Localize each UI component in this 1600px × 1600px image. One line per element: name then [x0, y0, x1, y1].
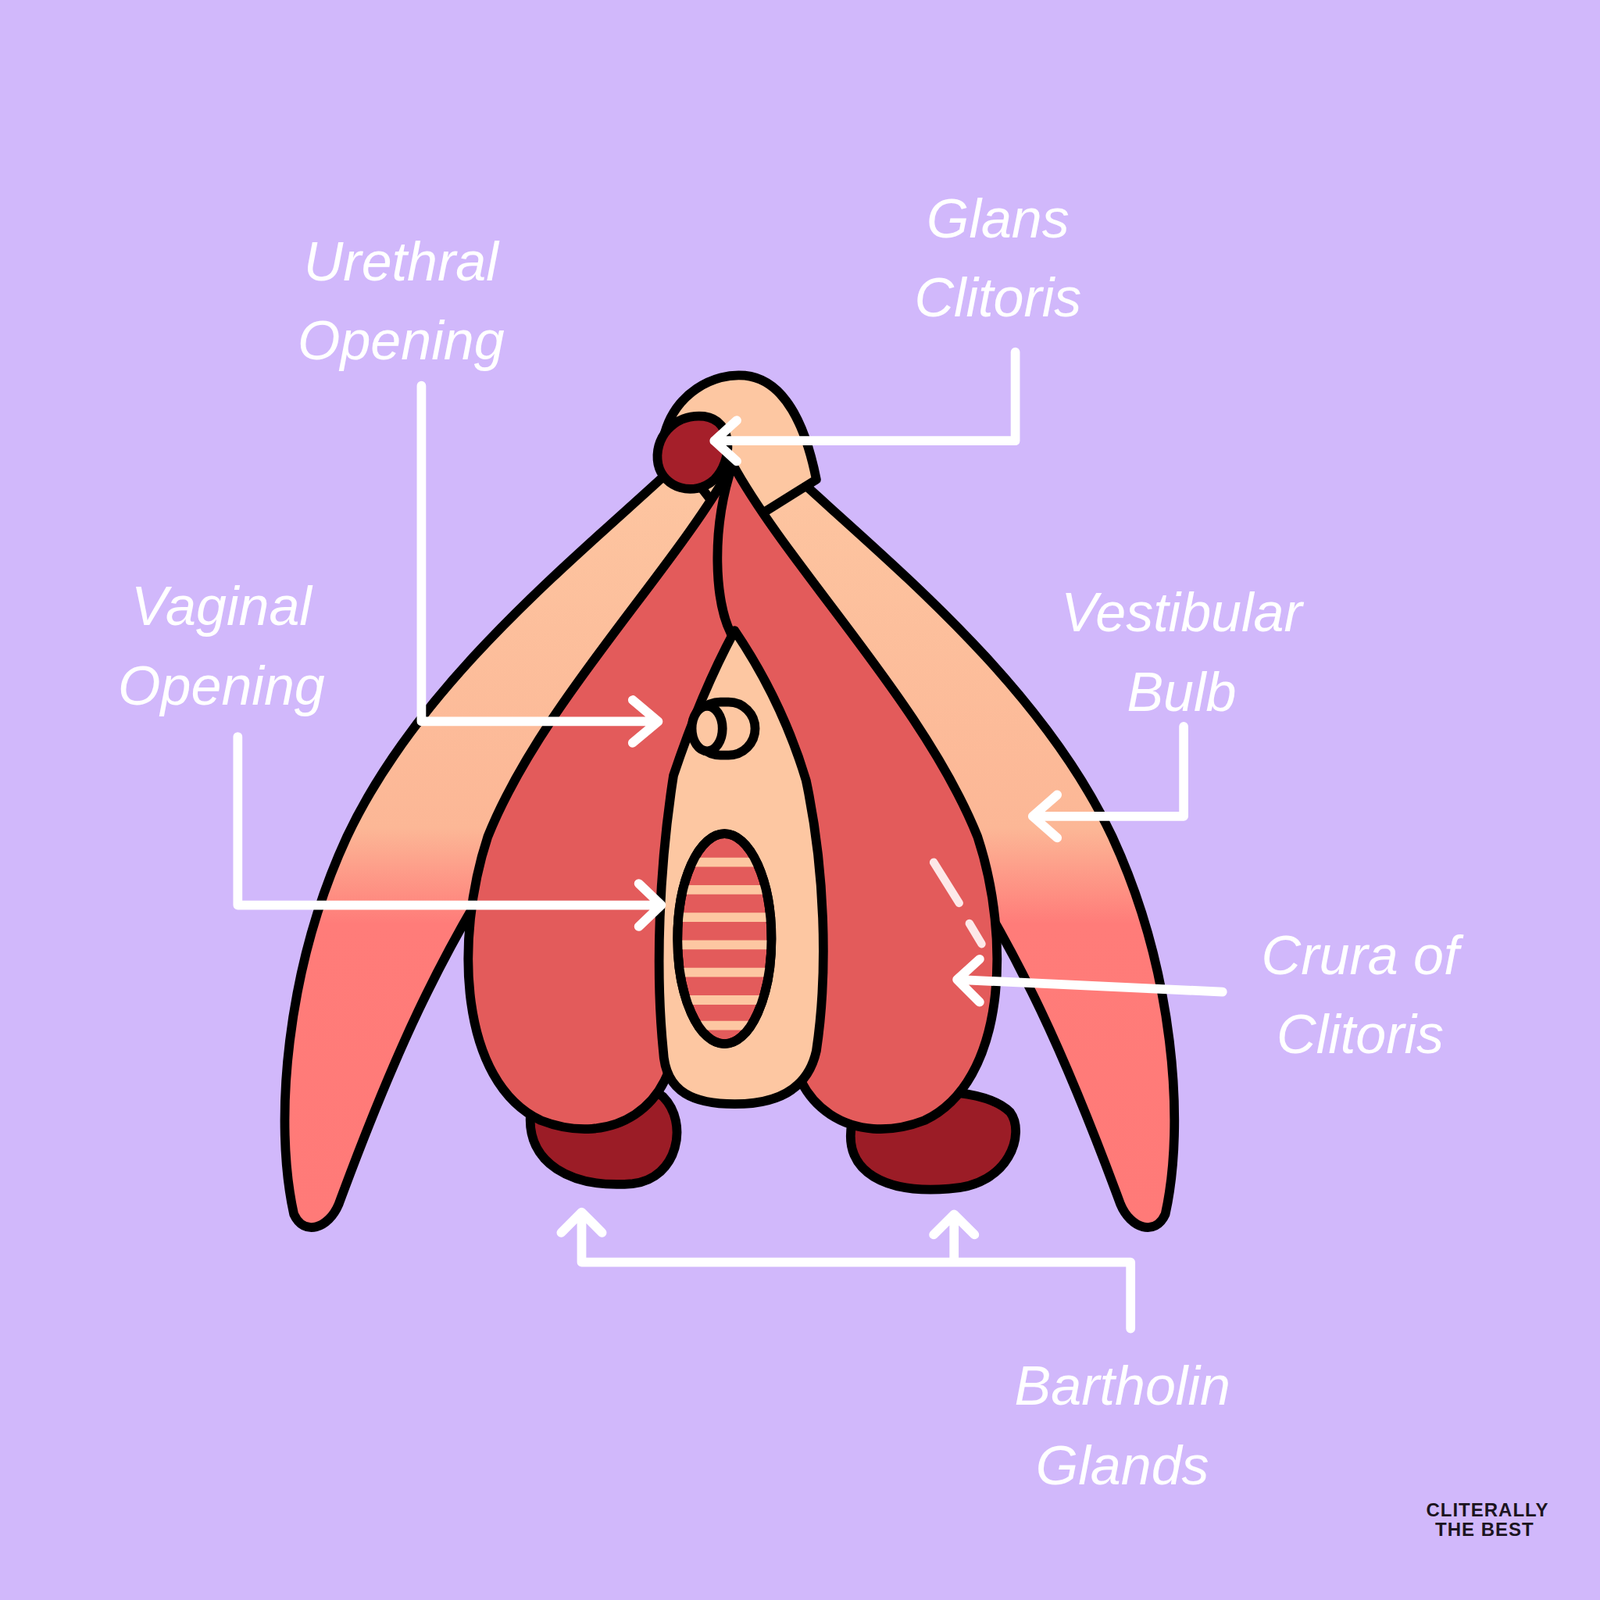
- vaginal-outline: [677, 833, 772, 1044]
- part-label: Vaginal Opening: [72, 567, 370, 726]
- glans: [657, 416, 728, 490]
- leader-line: [421, 385, 658, 743]
- watermark: CLITERALLY THE BEST: [1425, 1500, 1543, 1540]
- highlight-dash: [933, 862, 982, 944]
- part-label: Glans Clitoris: [857, 179, 1139, 339]
- leader-line: [714, 352, 1015, 462]
- part-label: Vestibular Bulb: [1013, 573, 1350, 733]
- part-label: Crura of Clitoris: [1211, 916, 1509, 1075]
- part-label: Urethral Opening: [252, 222, 550, 382]
- leader-line: [1032, 726, 1184, 838]
- vestibule: [659, 630, 824, 1104]
- urethral-opening: [692, 706, 723, 751]
- leader-line: [237, 736, 661, 927]
- part-label: Bartholin Glands: [958, 1346, 1287, 1506]
- leader-line: [560, 1212, 1131, 1329]
- leader-line: [957, 959, 1223, 1003]
